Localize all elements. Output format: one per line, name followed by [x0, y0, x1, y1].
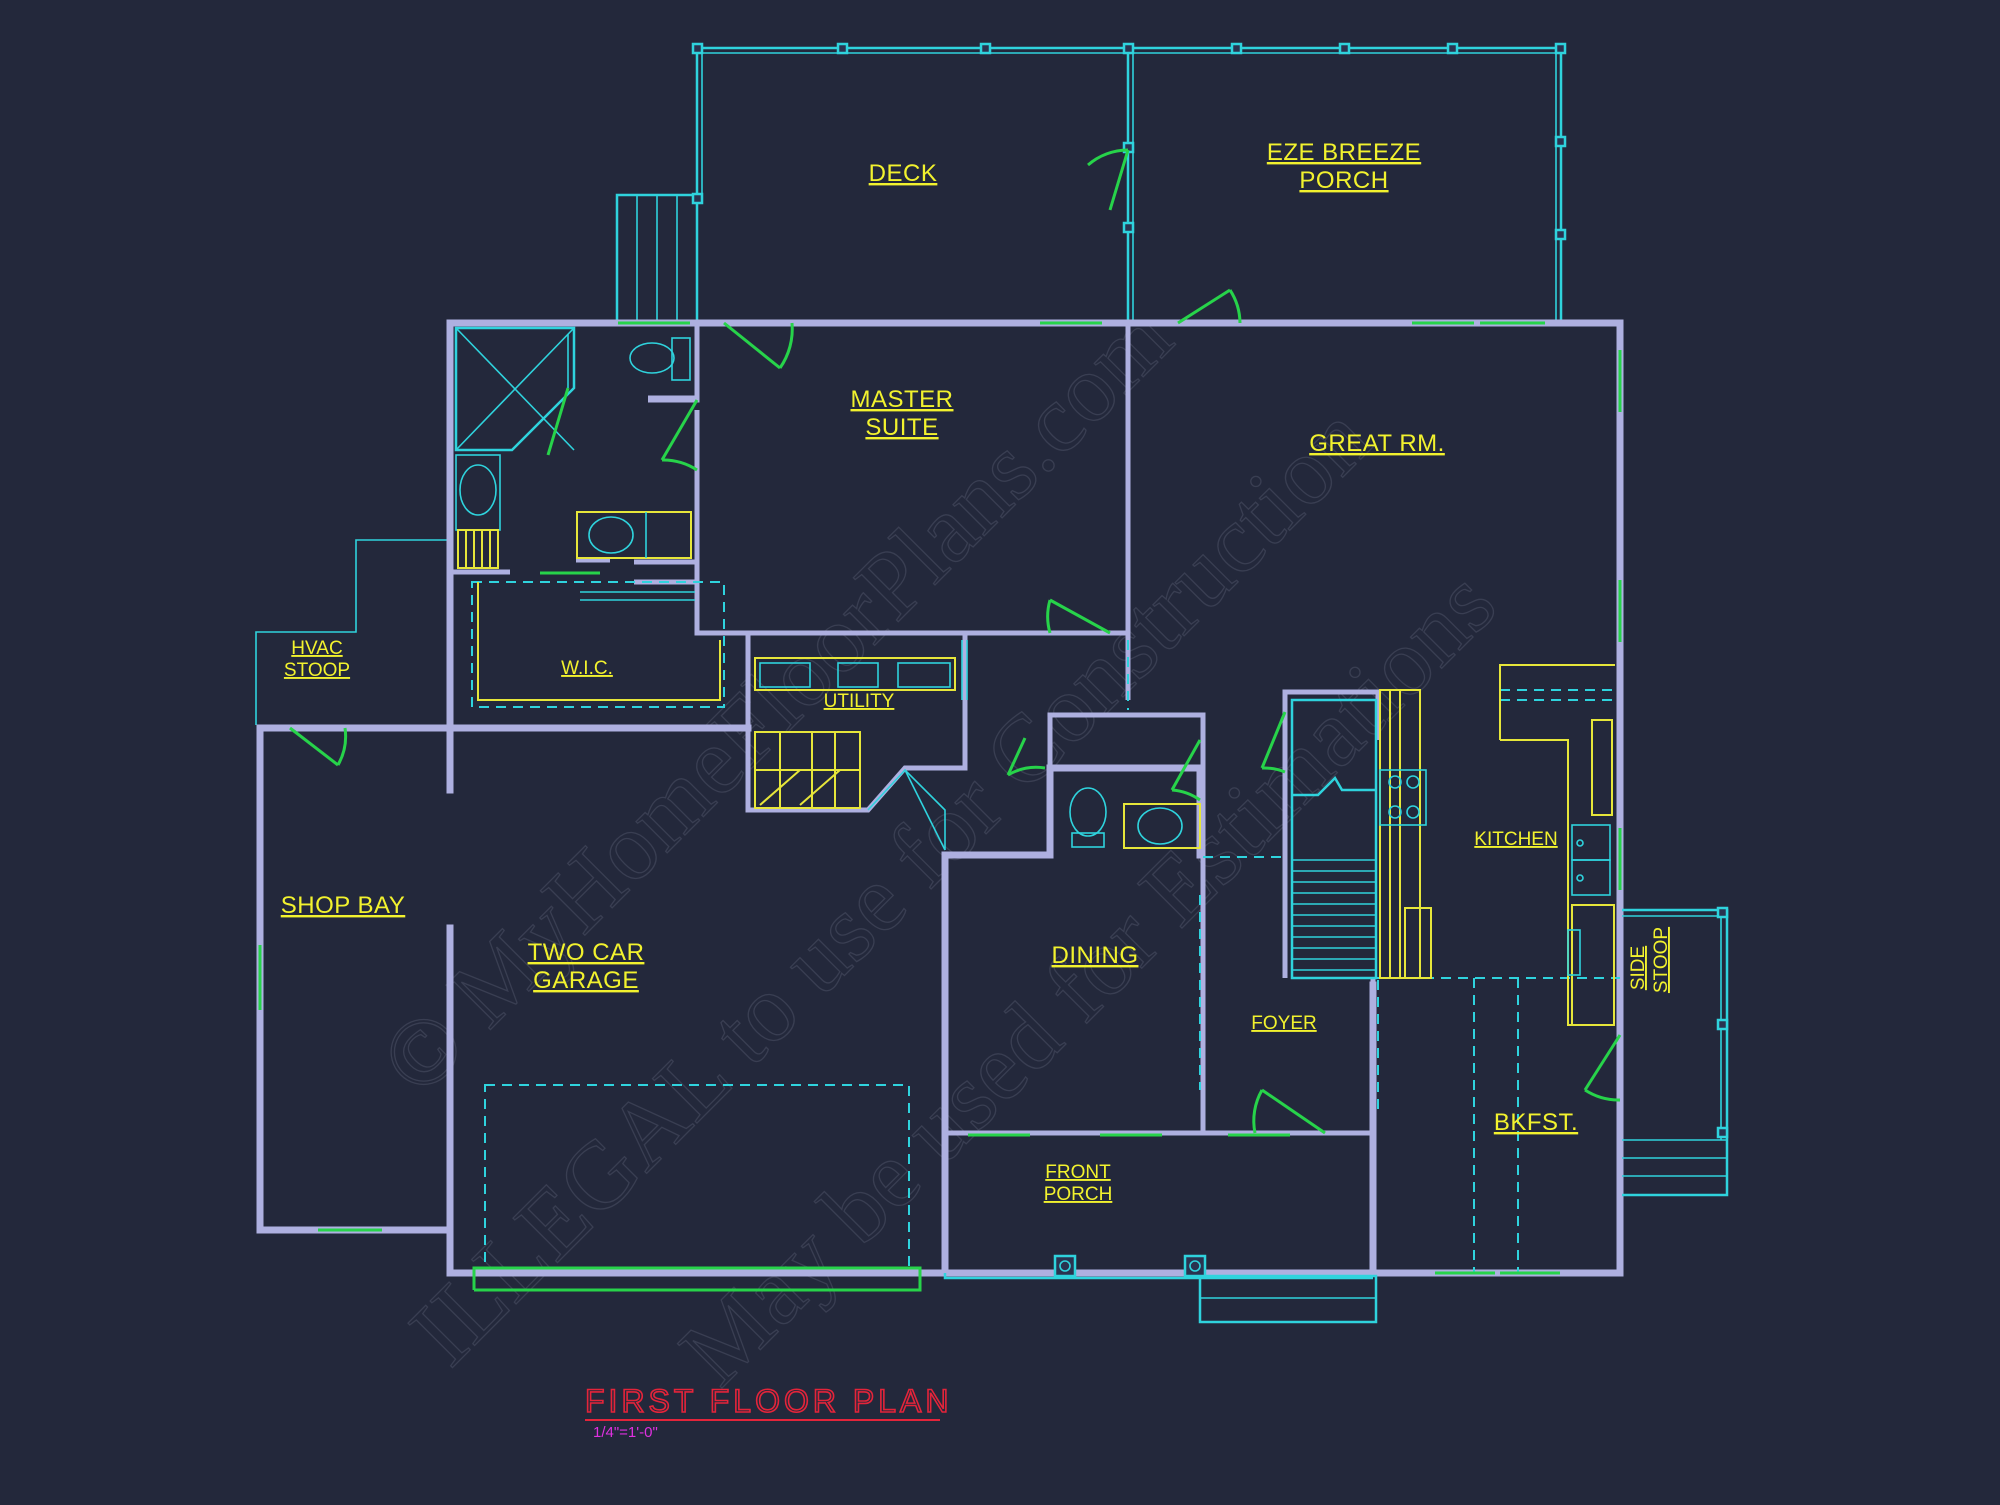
label-side-stoop-line1: SIDE: [1628, 946, 1649, 990]
label-front-porch-line1: FRONT: [1045, 1162, 1111, 1183]
label-master-line1: MASTER: [850, 386, 953, 413]
label-dining: DINING: [1052, 942, 1139, 969]
label-side-stoop-line2: STOOP: [1651, 927, 1672, 993]
label-breakfast: BKFST.: [1494, 1109, 1578, 1136]
label-shop-bay: SHOP BAY: [281, 892, 406, 919]
side-stoop: [1622, 906, 1729, 1197]
kitchen-cabinets: [1379, 664, 1615, 1026]
hvac-stoop-outline: [255, 539, 449, 725]
label-foyer: FOYER: [1251, 1013, 1316, 1034]
label-wic: W.I.C.: [561, 658, 613, 679]
plan-title-block: FIRST FLOOR PLAN 1/4"=1'-0": [584, 1382, 952, 1441]
label-utility: UTILITY: [824, 691, 895, 712]
room-labels: DECK EZE BREEZE PORCH MASTER SUITE GREAT…: [281, 139, 1672, 1205]
master-bath-fixtures: [454, 326, 725, 708]
door-swings: [289, 148, 1622, 1135]
label-master-line2: SUITE: [865, 414, 938, 441]
label-garage-line1: TWO CAR: [528, 939, 645, 966]
front-porch-steps: [943, 1254, 1378, 1324]
powder-room-fixtures: [1069, 787, 1201, 849]
plan-scale: 1/4"=1'-0": [593, 1424, 658, 1441]
label-deck: DECK: [869, 160, 938, 187]
label-hvac-line1: HVAC: [291, 638, 342, 659]
label-porch-line1: EZE BREEZE: [1267, 139, 1421, 166]
label-front-porch-line2: PORCH: [1044, 1184, 1113, 1205]
label-garage-line2: GARAGE: [533, 967, 639, 994]
utility-fixtures: [754, 640, 968, 851]
label-great-room: GREAT RM.: [1309, 430, 1445, 457]
label-porch-line2: PORCH: [1299, 167, 1388, 194]
plan-title: FIRST FLOOR PLAN: [585, 1383, 952, 1419]
deck-porch-railing: [615, 42, 1567, 325]
label-kitchen: KITCHEN: [1474, 829, 1557, 850]
windows: [258, 321, 1622, 1292]
main-stairs: [1290, 698, 1378, 980]
label-hvac-line2: STOOP: [284, 660, 350, 681]
